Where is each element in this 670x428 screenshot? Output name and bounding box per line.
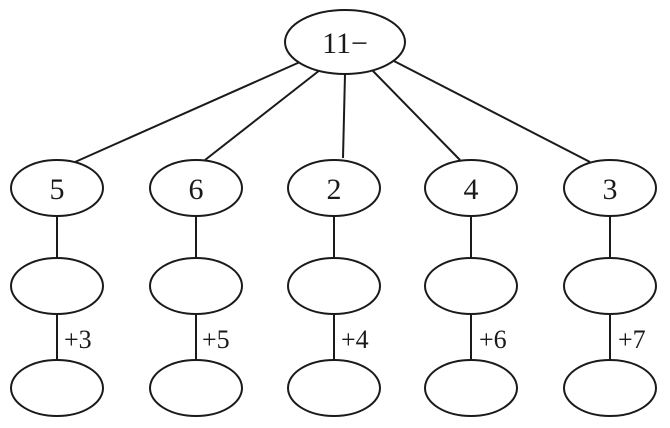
bottom-blank-node-3	[287, 359, 381, 417]
edge-root-branch-5	[391, 59, 591, 163]
edge-root-branch-3	[342, 73, 346, 159]
middle-blank-node-2	[149, 257, 243, 315]
branch-node-4-shape	[424, 159, 518, 217]
branch-node-3-shape	[287, 159, 381, 217]
branch-node-1: 5	[10, 159, 104, 217]
branch-node-2: 6	[149, 159, 243, 217]
branch-node-3-label: 2	[327, 173, 342, 206]
middle-blank-node-3	[287, 257, 381, 315]
root-node: 11−	[284, 9, 406, 75]
branch-node-1-shape	[10, 159, 104, 217]
edge-root-branch-1	[74, 61, 301, 163]
branch-node-5: 3	[563, 159, 657, 217]
connector-lines	[56, 59, 611, 360]
branch-node-4-label: 4	[464, 173, 479, 206]
bottom-blank-node-1	[10, 359, 104, 417]
branch-node-1-label: 5	[50, 173, 65, 206]
branch-node-2-label: 6	[189, 173, 204, 206]
middle-blank-node-5	[563, 257, 657, 315]
bottom-blank-node-2	[149, 359, 243, 417]
middle-blank-node-4	[424, 257, 518, 315]
branch-node-3: 2	[287, 159, 381, 217]
branch-node-5-label: 3	[603, 173, 618, 206]
middle-blank-node-1	[10, 257, 104, 315]
edge-root-branch-4	[371, 69, 461, 161]
root-node-shape	[284, 9, 406, 75]
branch-node-2-shape	[149, 159, 243, 217]
step-label-5: +7	[618, 325, 646, 354]
root-node-label: 11−	[322, 27, 368, 60]
step-label-4: +6	[479, 325, 507, 354]
step-label-3: +4	[341, 325, 369, 354]
edge-root-branch-2	[204, 69, 321, 161]
bottom-blank-node-4	[424, 359, 518, 417]
bottom-blank-node-5	[563, 359, 657, 417]
step-label-1: +3	[64, 325, 92, 354]
step-label-2: +5	[202, 325, 230, 354]
branch-node-5-shape	[563, 159, 657, 217]
branch-node-4: 4	[424, 159, 518, 217]
